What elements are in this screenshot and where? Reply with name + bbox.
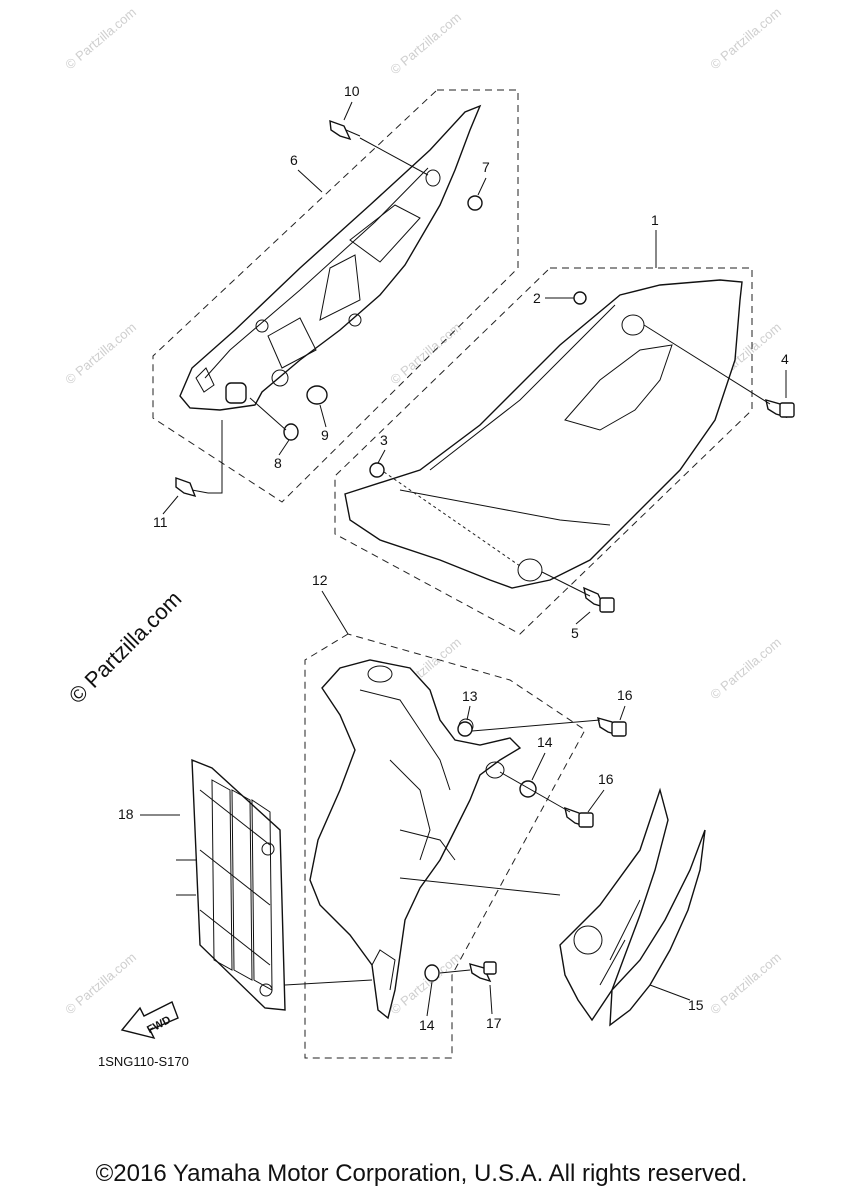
bolt-5[interactable]	[583, 586, 615, 613]
leader-line	[249, 397, 287, 431]
group-frame-side-cover	[334, 267, 753, 635]
callout-16-upper: 16	[617, 687, 633, 703]
grommet-3[interactable]	[369, 462, 385, 478]
radiator-louver[interactable]	[176, 758, 286, 1011]
callout-3: 3	[380, 432, 388, 448]
side-cover-inner[interactable]	[179, 104, 482, 411]
watermark-faint: © Partzilla.com	[707, 4, 784, 72]
callouts: 1 2 3 4 5 6 7 8 9 10 11 12 13 14 14 15 1…	[118, 83, 789, 1033]
callout-11: 11	[153, 514, 168, 530]
callout-14-upper: 14	[537, 734, 553, 750]
watermark-faint: © Partzilla.com	[387, 319, 464, 387]
callout-14-lower: 14	[419, 1017, 435, 1033]
callout-5: 5	[571, 625, 579, 641]
watermark-faint: © Partzilla.com	[387, 9, 464, 77]
leader-line	[439, 969, 471, 974]
callout-7: 7	[482, 159, 490, 175]
watermark-main: © Partzilla.com	[64, 586, 187, 709]
diagram-code: 1SNG110-S170	[98, 1054, 189, 1069]
callout-12: 12	[312, 572, 328, 588]
leader-line	[208, 420, 223, 494]
group-frame-side-cover-inner	[152, 89, 519, 503]
callout-16-lower: 16	[598, 771, 614, 787]
nut-13[interactable]	[457, 721, 473, 737]
leader-line	[399, 877, 561, 896]
leader-line	[643, 324, 771, 405]
graphic-decal[interactable]	[559, 787, 706, 1027]
bolt-17[interactable]	[469, 961, 497, 983]
callout-17: 17	[486, 1015, 502, 1031]
washer-8[interactable]	[283, 423, 299, 441]
collar-9[interactable]	[306, 385, 328, 405]
callout-9: 9	[321, 427, 329, 443]
leader-line	[499, 771, 571, 813]
watermark-faint: © Partzilla.com	[707, 949, 784, 1017]
callout-18: 18	[118, 806, 134, 822]
leader-line	[284, 979, 373, 986]
collar-14-lower[interactable]	[424, 964, 440, 982]
leader-line	[359, 137, 429, 176]
bolt-4[interactable]	[765, 399, 795, 419]
watermark-faint: © Partzilla.com	[62, 949, 139, 1017]
callout-15: 15	[688, 997, 704, 1013]
side-cover-outer[interactable]	[344, 279, 743, 589]
group-frame-air-scoop	[304, 633, 586, 1059]
leader-line	[649, 984, 691, 1001]
watermark-faint: © Partzilla.com	[62, 4, 139, 72]
callout-8: 8	[274, 455, 282, 471]
grommet-2[interactable]	[573, 291, 587, 305]
callout-6: 6	[290, 152, 298, 168]
watermark-faint: © Partzilla.com	[707, 634, 784, 702]
bolt-10[interactable]	[329, 119, 361, 141]
leader-line	[541, 571, 591, 597]
callout-13: 13	[462, 688, 478, 704]
bolt-11[interactable]	[175, 477, 209, 498]
callout-10: 10	[344, 83, 360, 99]
air-scoop[interactable]	[309, 659, 522, 1020]
washer-7[interactable]	[467, 195, 483, 211]
callout-2: 2	[533, 290, 541, 306]
forward-arrow-icon: FWD	[120, 1001, 179, 1040]
bolt-16-lower[interactable]	[564, 806, 594, 828]
copyright-notice: ©2016 Yamaha Motor Corporation, U.S.A. A…	[95, 1160, 748, 1187]
callout-1: 1	[651, 212, 659, 228]
leader-line	[471, 719, 601, 732]
collar-14-upper[interactable]	[519, 780, 537, 798]
callout-4: 4	[781, 351, 789, 367]
bolt-16-upper[interactable]	[597, 717, 627, 737]
watermark-faint: © Partzilla.com	[62, 319, 139, 387]
